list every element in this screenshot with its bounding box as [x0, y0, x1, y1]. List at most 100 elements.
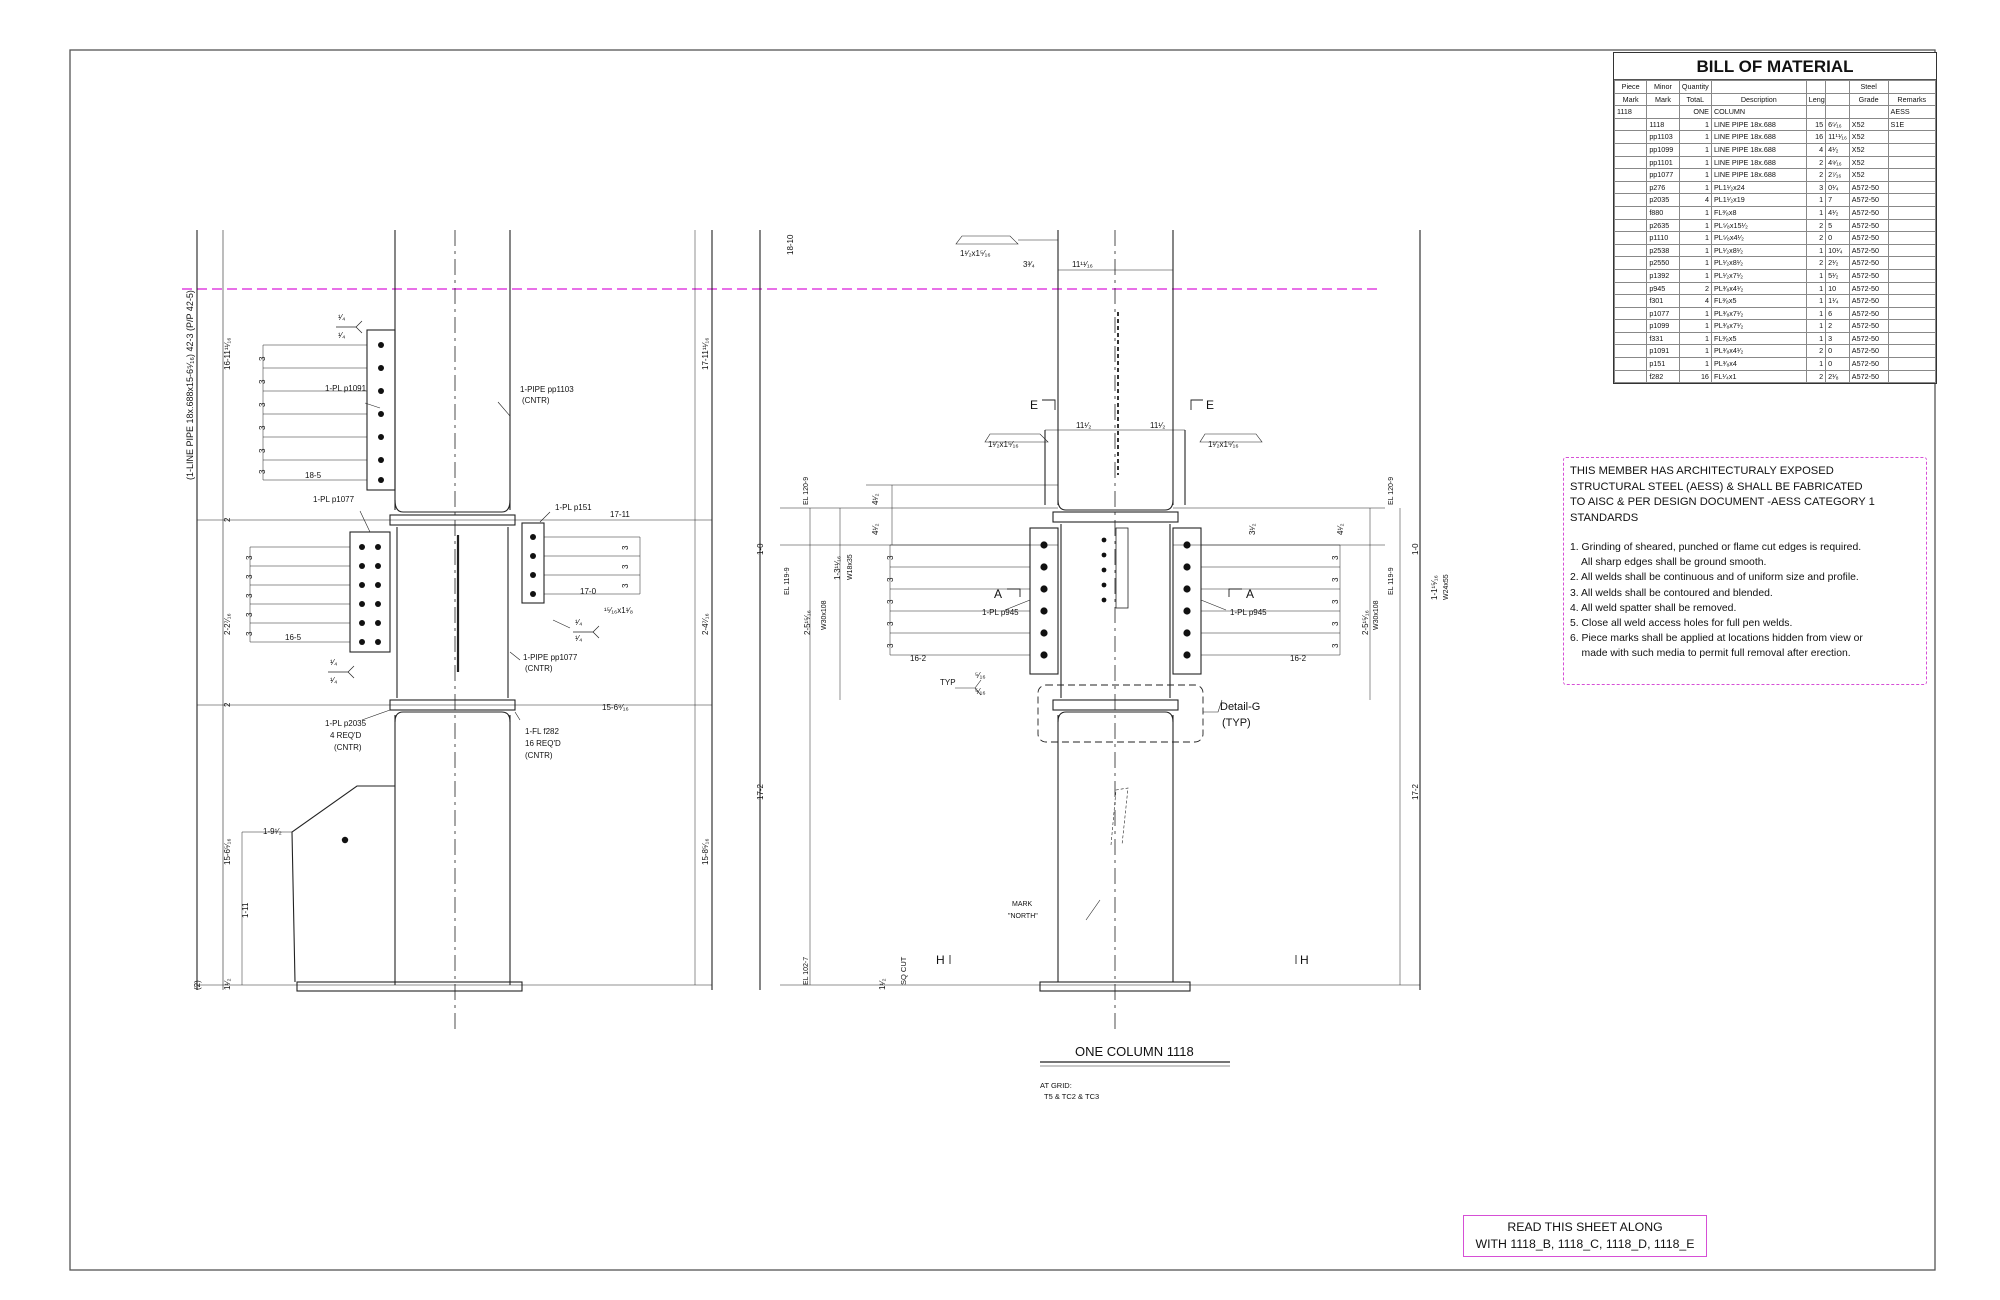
bom-cell: PL¹⁄₂x8¹⁄₂	[1710, 243, 1807, 258]
bom-cell: 7	[1825, 193, 1850, 207]
bom-header-cell: Steel	[1848, 80, 1889, 94]
bom-cell: A572-50	[1848, 344, 1889, 359]
bom-cell: 5¹⁄₂	[1825, 268, 1850, 283]
bom-cell: PL⁵⁄₈x15¹⁄₂	[1710, 218, 1807, 233]
bom-cell	[1887, 331, 1937, 346]
bom-cell: A572-50	[1848, 294, 1889, 308]
bom-cell	[1887, 168, 1937, 182]
bom-cell	[1613, 281, 1648, 296]
bom-cell	[1613, 231, 1648, 245]
section-e-right: E	[1206, 398, 1214, 412]
bom-cell: A572-50	[1848, 243, 1889, 258]
bom-cell	[1887, 231, 1937, 245]
bom-cell: p2538	[1646, 243, 1680, 258]
bom-cell: LINE PIPE 18x.688	[1710, 155, 1807, 170]
bom-cell: f331	[1646, 331, 1680, 346]
w24: W24x55	[1443, 574, 1450, 600]
bom-cell	[1613, 205, 1648, 220]
bom-cell: PL1¹⁄₂x24	[1710, 180, 1807, 195]
bom-cell	[1887, 243, 1937, 258]
label-pp1103: 1-PIPE pp1103	[520, 385, 574, 394]
bom-cell	[1887, 180, 1937, 195]
bom-cell	[1613, 319, 1648, 333]
label-pp1103-cntr: (CNTR)	[522, 396, 550, 405]
bom-cell: 1	[1678, 331, 1712, 346]
drawing-title-block: ONE COLUMN 1118 AT GRID: T5 & TC2 & TC3	[1040, 1044, 1230, 1101]
bom-cell: 2	[1805, 231, 1827, 245]
bom-cell: 1	[1678, 218, 1712, 233]
dim-3-c3: 3	[621, 583, 630, 588]
bom-header-cell: Piece	[1613, 80, 1648, 94]
left-weld-flags	[328, 320, 600, 679]
bom-cell: 1	[1805, 294, 1827, 308]
bom-cell: p276	[1646, 180, 1680, 195]
bom-cell	[1613, 155, 1648, 170]
dim-11-half-right: 11¹⁄₂	[1150, 421, 1165, 430]
bom-cell	[1805, 105, 1827, 119]
note-item: 6. Piece marks shall be applied at locat…	[1570, 633, 1863, 645]
bom-header-cell: Mark	[1646, 92, 1680, 107]
dim-3-r-l3: 3	[886, 599, 895, 604]
bom-cell: FL¹⁄₄x1	[1710, 369, 1807, 384]
bom-cell: 1	[1805, 319, 1827, 333]
bom-cell: 2	[1805, 168, 1827, 182]
bom-cell	[1613, 344, 1648, 359]
bom-cell: 16	[1678, 369, 1712, 384]
label-p2035: 1-PL p2035	[325, 719, 367, 728]
bom-header-cell	[1825, 92, 1850, 107]
bom-cell: p2635	[1646, 218, 1680, 233]
dim-1-0-right: 1-0	[1411, 543, 1420, 555]
bom-cell: 15	[1805, 117, 1827, 132]
bom-cell: LINE PIPE 18x.688	[1710, 168, 1807, 182]
dim-3-b1: 3	[245, 555, 254, 560]
bom-cell: 4	[1678, 294, 1712, 308]
dim-1-9: 1-9¹⁄₂	[263, 827, 282, 836]
bom-cell: 1	[1805, 205, 1827, 220]
grid-value: T5 & TC2 & TC3	[1044, 1092, 1099, 1101]
dim-lower-right: 15-8⁵⁄₁₆	[701, 838, 710, 865]
bom-cell: pp1077	[1646, 168, 1680, 182]
dim-3-c2: 3	[621, 564, 630, 569]
label-p2035-qty: 4 REQ'D	[330, 731, 362, 740]
dim-3-a1: 3	[258, 356, 267, 361]
bom-cell: 4¹⁄₂	[1825, 142, 1850, 157]
weld-callout: ¹⁵⁄₁₆x1¹⁄₈	[604, 606, 633, 615]
read-along-line2: WITH 1118_B, 1118_C, 1118_D, 1118_E	[1475, 1237, 1695, 1251]
bom-cell	[1613, 117, 1648, 132]
bom-header-cell: Description	[1710, 92, 1807, 107]
section-a-right: A	[1246, 587, 1254, 601]
dim-3-r-r3: 3	[1331, 599, 1340, 604]
bom-cell: 1	[1678, 205, 1712, 220]
bom-cell: A572-50	[1848, 218, 1889, 233]
weld-quarter-6: ¹⁄₄	[575, 634, 582, 643]
bom-header-cell: Grade	[1848, 92, 1889, 107]
mark-north: "NORTH"	[1008, 913, 1038, 920]
w30-left: W30x108	[821, 600, 828, 630]
bom-header-cell: Length	[1805, 92, 1827, 107]
bom-cell: 1	[1805, 331, 1827, 346]
el-120-left: EL 120-9	[803, 477, 810, 505]
bom-header-cell: TotaL	[1678, 92, 1712, 107]
bom-cell: 2	[1805, 344, 1827, 359]
bom-cell: 6	[1825, 306, 1850, 321]
bom-cell: X52	[1848, 155, 1889, 170]
dim-3-4: 3³⁄₄	[1023, 260, 1035, 269]
bom-cell: 1118	[1613, 105, 1648, 119]
note-item: 3. All welds shall be contoured and blen…	[1570, 587, 1773, 599]
dim-1-1: 1-1¹⁵⁄₁₆	[1430, 575, 1439, 600]
bom-cell: 0	[1825, 231, 1850, 245]
bom-cell: 1¹⁄₄	[1825, 294, 1850, 308]
bom-cell: PL¹⁄₂x8¹⁄₂	[1710, 256, 1807, 270]
bom-cell	[1887, 142, 1937, 157]
dim-3-a2: 3	[258, 379, 267, 384]
bom-cell	[1613, 243, 1648, 258]
bom-cell	[1887, 218, 1937, 233]
bom-cell: pp1101	[1646, 155, 1680, 170]
bom-cell	[1613, 268, 1648, 283]
bom-cell: 4¹⁄₂	[1825, 205, 1850, 220]
